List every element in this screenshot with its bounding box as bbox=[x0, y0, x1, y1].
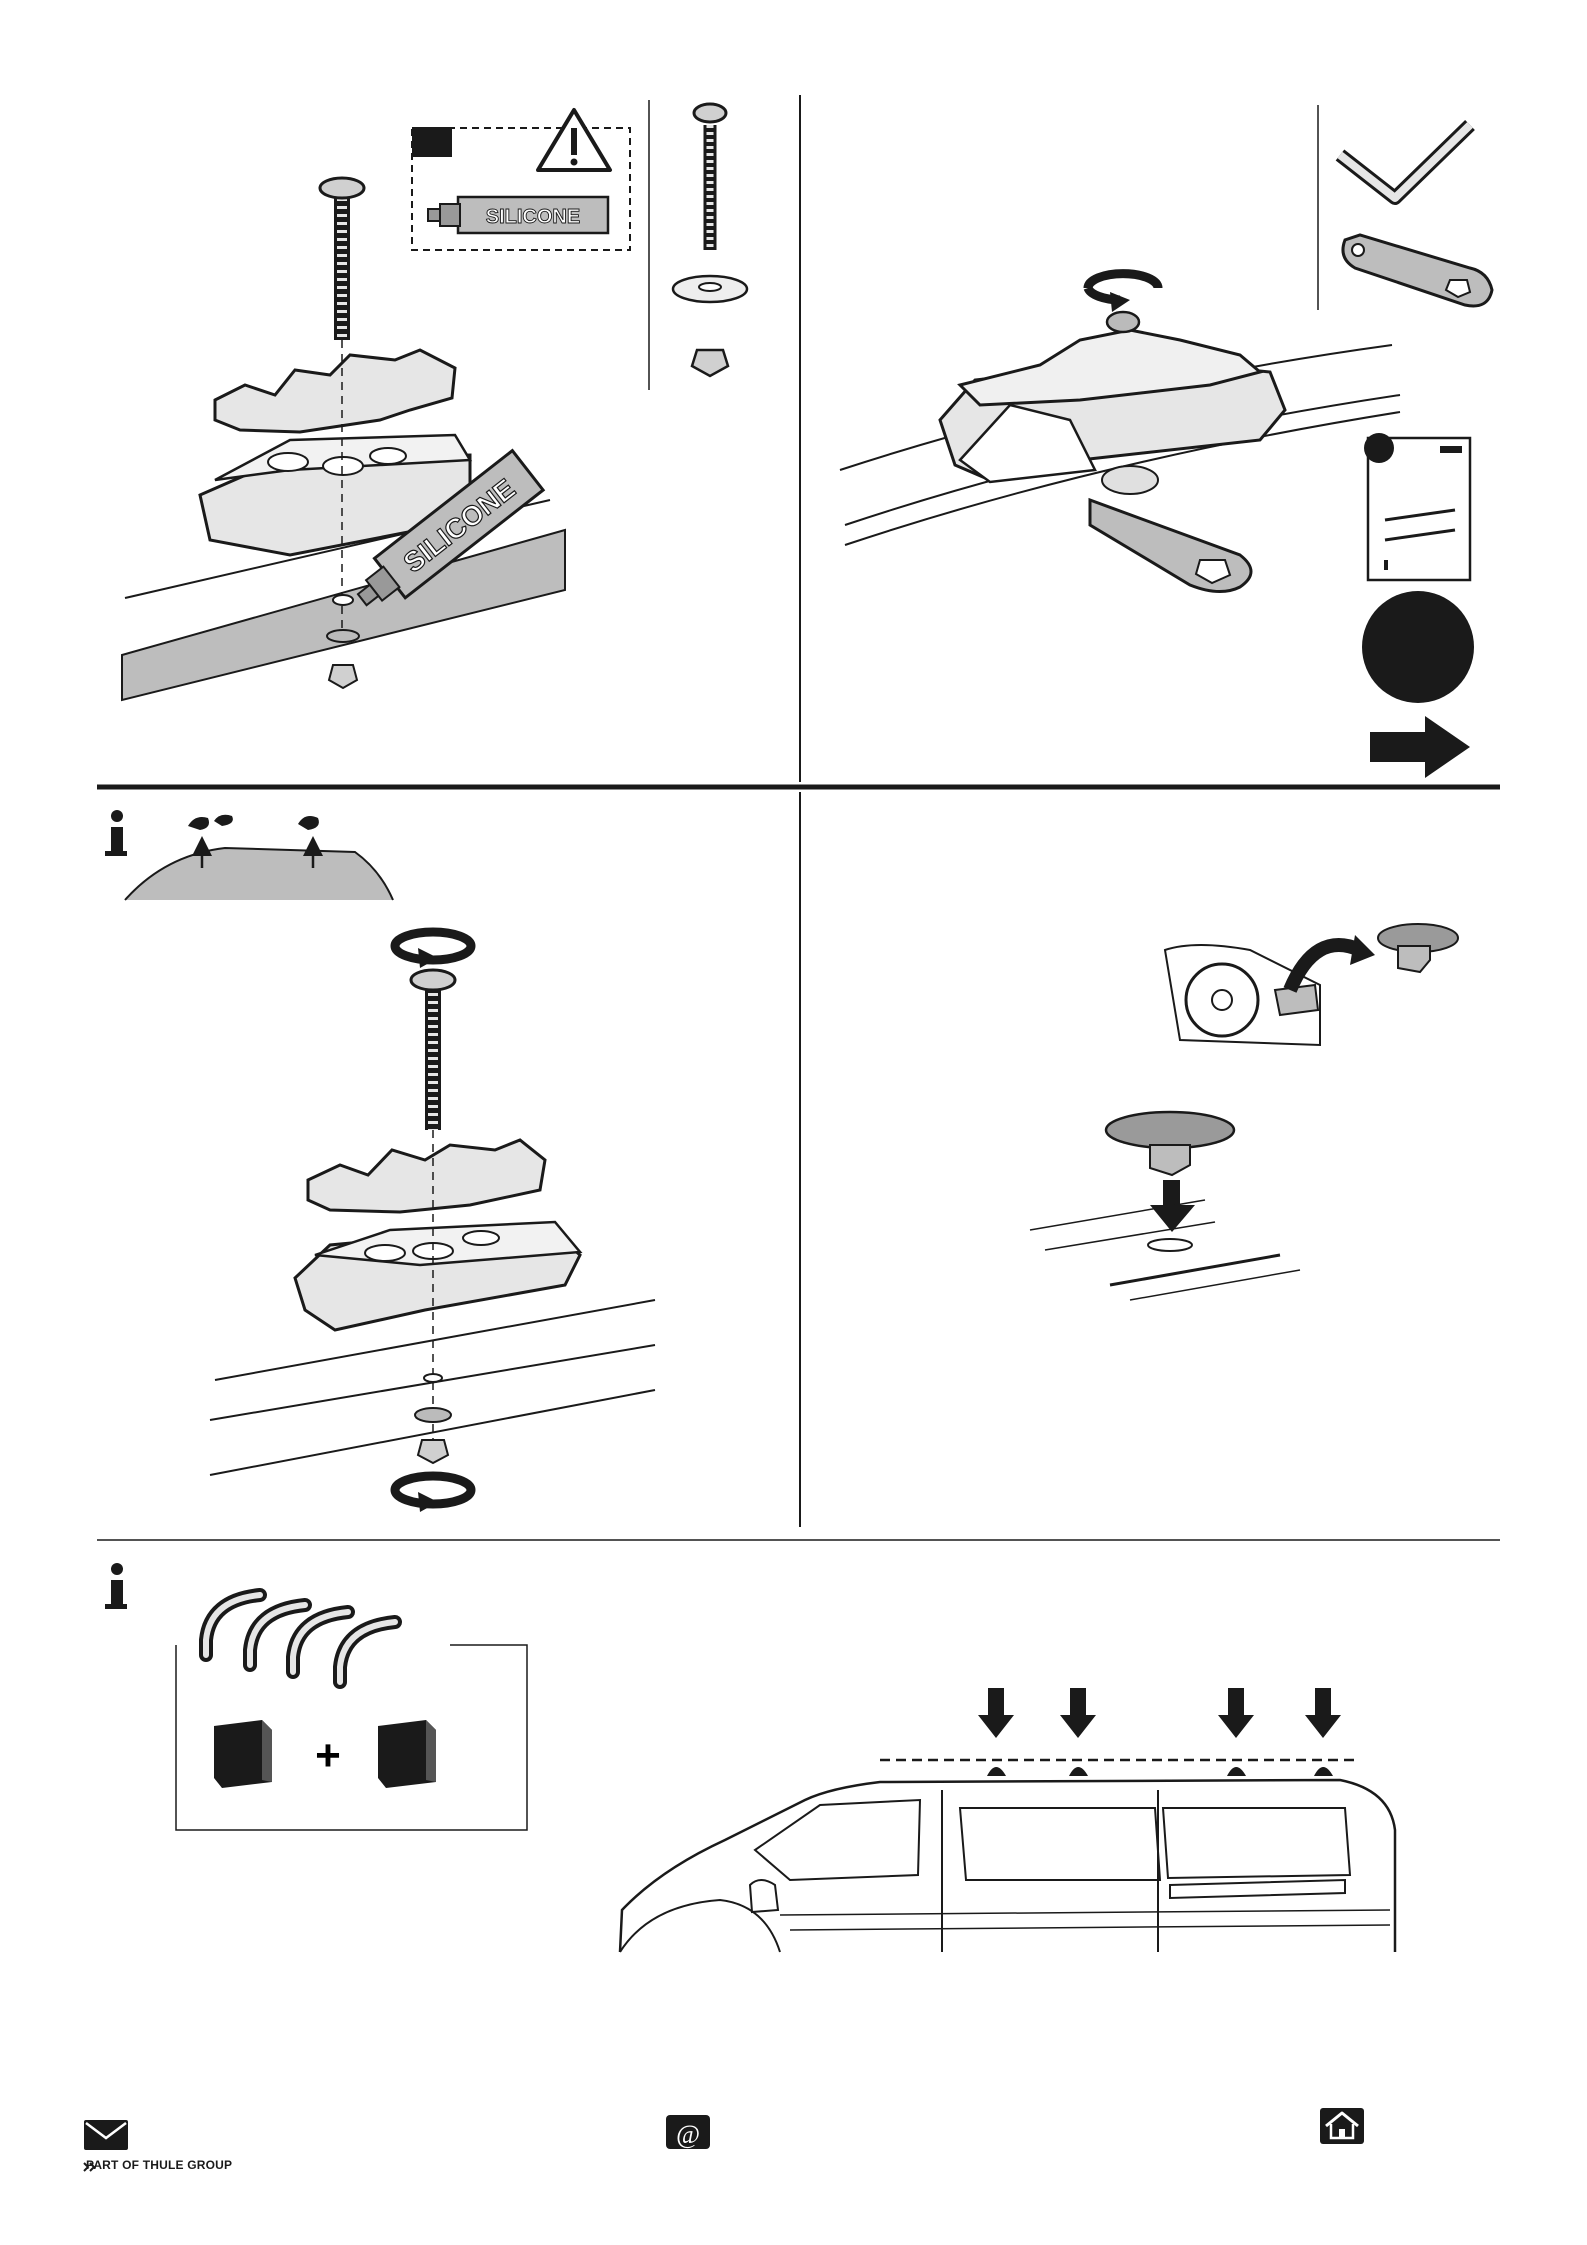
home-icon[interactable] bbox=[1320, 2108, 1364, 2144]
roof-feet-positions bbox=[978, 1688, 1341, 1776]
svg-text:@: @ bbox=[676, 2120, 700, 2149]
silicone-tube-label-small: SILICONE bbox=[486, 206, 580, 228]
info-icon-1 bbox=[105, 810, 127, 856]
wrench-plate-tool bbox=[1343, 235, 1492, 306]
rotate-icon bbox=[395, 1476, 471, 1512]
panel-step-2 bbox=[840, 125, 1492, 778]
silicone-tube-small: SILICONE bbox=[428, 197, 608, 233]
step-circle-marker bbox=[1362, 591, 1474, 703]
rotate-icon bbox=[395, 932, 471, 968]
panel-step-4 bbox=[1030, 924, 1458, 1300]
plus-sign: + bbox=[315, 1731, 341, 1780]
mail-icon[interactable] bbox=[84, 2120, 128, 2150]
warning-triangle-icon bbox=[538, 110, 610, 170]
parts-bolt-washer-nut bbox=[673, 104, 747, 376]
panel-step-5: + bbox=[105, 1563, 1395, 1952]
panel-step-1: SILICONE SILICONE bbox=[122, 104, 747, 700]
thule-group-footer-text: PART OF THULE GROUP bbox=[86, 2158, 232, 2172]
at-sign-icon[interactable]: @ bbox=[666, 2115, 710, 2149]
info-icon-2 bbox=[105, 1563, 127, 1609]
step-tag bbox=[412, 127, 452, 157]
allen-key-tool bbox=[1340, 125, 1470, 198]
manual-reference-thumbnail bbox=[1364, 433, 1470, 580]
arrow-right-icon bbox=[1370, 716, 1470, 778]
panel-step-3 bbox=[105, 810, 655, 1512]
rotate-icon bbox=[1088, 274, 1158, 312]
